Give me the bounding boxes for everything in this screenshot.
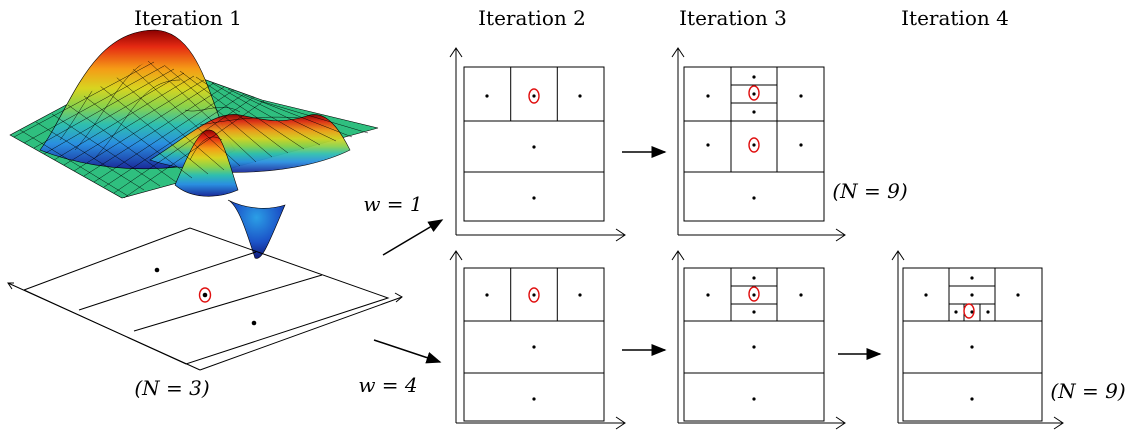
iter1-axis-y xyxy=(199,296,403,371)
center-point xyxy=(970,345,974,349)
branch-arrow-bottom xyxy=(373,339,442,364)
center-point xyxy=(752,110,756,114)
branch-arrow-top xyxy=(382,219,444,256)
center-point xyxy=(1016,293,1020,297)
iter1-center-point xyxy=(154,267,160,273)
iter1-selected-ring xyxy=(198,287,212,303)
bottom-row-count: (N = 9) xyxy=(1050,379,1125,403)
center-point xyxy=(924,293,928,297)
center-point xyxy=(752,310,756,314)
iteration-3-header: Iteration 3 xyxy=(679,6,787,30)
cell xyxy=(463,66,605,122)
center-point xyxy=(752,75,756,79)
weight-label-bottom: w = 4 xyxy=(358,373,417,397)
selected-ring xyxy=(528,287,540,303)
surface-center-hump xyxy=(174,129,239,197)
selected-ring xyxy=(748,286,760,302)
center-point xyxy=(799,94,803,98)
center-point xyxy=(970,276,974,280)
axis-horizontal-head xyxy=(615,228,626,242)
cell xyxy=(683,66,825,222)
top-iter3-panel xyxy=(671,47,846,242)
center-point xyxy=(986,310,990,314)
center-point xyxy=(752,196,756,200)
axis-vertical-head xyxy=(671,47,685,58)
weight-label-top: w = 1 xyxy=(363,192,422,216)
selected-ring xyxy=(963,303,975,319)
iteration-2-header: Iteration 2 xyxy=(478,6,586,30)
center-point xyxy=(752,397,756,401)
iteration-1-header: Iteration 1 xyxy=(134,6,242,30)
iteration-1-domain xyxy=(7,227,403,371)
center-point xyxy=(752,293,756,297)
axis-vertical-head xyxy=(449,47,463,58)
selected-ring xyxy=(748,85,760,101)
cell xyxy=(463,171,605,222)
center-point xyxy=(970,310,974,314)
center-point xyxy=(706,143,710,147)
center-point xyxy=(485,94,489,98)
center-point xyxy=(532,345,536,349)
selected-ring xyxy=(748,137,760,153)
surface-blue-pit xyxy=(227,199,286,259)
center-point xyxy=(752,345,756,349)
axis-vertical-head xyxy=(671,250,685,261)
iter1-center-point xyxy=(202,292,208,298)
axis-horizontal-head xyxy=(615,416,626,430)
bottom-iter3-panel xyxy=(671,250,846,430)
axis-horizontal-head xyxy=(835,416,846,430)
center-point xyxy=(578,293,582,297)
center-point xyxy=(970,293,974,297)
bottom-iter4-panel xyxy=(891,250,1064,430)
center-point xyxy=(532,145,536,149)
center-point xyxy=(752,143,756,147)
selected-ring xyxy=(528,88,540,104)
iter1-divider-2 xyxy=(133,274,323,332)
center-point xyxy=(752,276,756,280)
iter1-axis-y-head xyxy=(394,292,403,303)
cell xyxy=(902,267,1043,422)
center-point xyxy=(578,94,582,98)
iter1-divider-1 xyxy=(78,251,257,311)
cell xyxy=(683,267,825,422)
center-point xyxy=(532,196,536,200)
iteration-1-count: (N = 3) xyxy=(134,376,209,400)
axis-horizontal-head xyxy=(835,228,846,242)
center-point xyxy=(799,293,803,297)
iter1-axis-x-head xyxy=(7,282,14,290)
center-point xyxy=(752,92,756,96)
iteration-4-header: Iteration 4 xyxy=(901,6,1009,30)
bottom-iter2-panel xyxy=(449,250,626,430)
axis-vertical-head xyxy=(891,250,905,261)
center-point xyxy=(706,94,710,98)
iter1-center-point xyxy=(251,320,257,326)
center-point xyxy=(532,94,536,98)
center-point xyxy=(485,293,489,297)
center-point xyxy=(799,143,803,147)
cell xyxy=(463,372,605,422)
surface-plot xyxy=(9,29,379,259)
center-point xyxy=(532,397,536,401)
axis-vertical-head xyxy=(449,250,463,261)
center-point xyxy=(532,293,536,297)
top-row-count: (N = 9) xyxy=(832,179,907,203)
center-point xyxy=(954,310,958,314)
center-point xyxy=(970,397,974,401)
axis-horizontal-head xyxy=(1053,416,1064,430)
iter1-domain-outline xyxy=(22,227,390,365)
center-point xyxy=(706,293,710,297)
surface-tall-peak xyxy=(39,29,236,170)
top-iter2-panel xyxy=(449,47,626,242)
